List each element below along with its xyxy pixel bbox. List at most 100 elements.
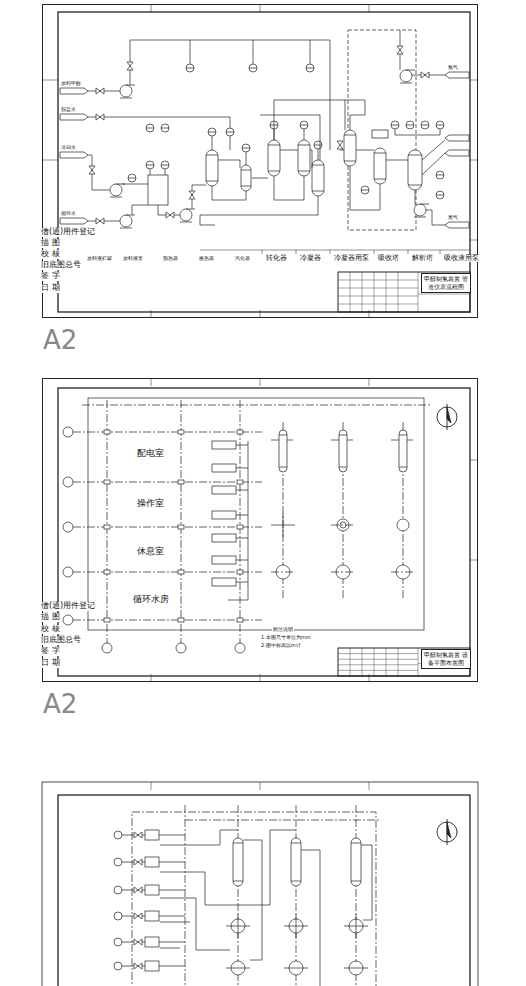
pipe-line — [260, 115, 320, 160]
line-work — [42, 4, 478, 986]
pipe-line — [361, 845, 372, 920]
instrument-bubble — [128, 178, 136, 179]
pump-symbol — [406, 70, 415, 71]
drawing-note: 附注说明 — [272, 627, 294, 633]
stream-box — [445, 135, 469, 141]
pipe-line — [132, 205, 148, 215]
pipe-line — [236, 468, 248, 469]
grid-axis — [73, 432, 262, 433]
frame-tick — [42, 160, 58, 161]
column-symbol — [178, 480, 184, 484]
pump-base — [414, 217, 426, 218]
pump-base — [400, 83, 412, 84]
vessel-symbol — [312, 160, 324, 196]
title-block-field: 日 期 — [40, 284, 61, 293]
pipe-line — [82, 405, 430, 406]
vessel-symbol — [399, 435, 407, 436]
grid-axis — [391, 572, 415, 573]
grid-axis — [331, 525, 355, 526]
equipment-name: 冷凝器用泵 — [333, 255, 370, 262]
pipe-line — [158, 205, 180, 215]
frame-tick — [151, 4, 152, 12]
vessel-symbol — [279, 435, 287, 436]
sheet-size-mark: A2 — [43, 691, 77, 717]
tank-plan — [397, 519, 409, 531]
pipe-line — [310, 150, 312, 168]
instrument-bubble — [436, 191, 444, 199]
room-name: 操作室 — [136, 499, 165, 509]
axis-bubble — [114, 831, 122, 839]
frame-tick — [470, 80, 478, 81]
column-symbol — [104, 480, 110, 484]
instrument-lead — [318, 149, 319, 160]
pipe-line — [122, 184, 148, 185]
pipe-line — [356, 914, 357, 938]
pipe-line — [218, 160, 240, 168]
instrument-bubble — [242, 144, 250, 152]
pipe-line — [340, 150, 344, 151]
vessel-symbol — [339, 435, 347, 436]
frame-tick — [260, 782, 261, 790]
title-block-grid — [418, 294, 470, 295]
grid-axis — [181, 400, 182, 643]
title-block-grid — [398, 272, 399, 312]
vessel-symbol — [206, 155, 218, 156]
stream-name: 原料甲醇 — [60, 81, 82, 87]
building-outline — [132, 812, 376, 986]
title-block-grid — [374, 272, 375, 312]
title-block-grid — [386, 272, 387, 312]
vessel-symbol — [312, 165, 324, 166]
pipe-line — [160, 922, 190, 923]
pipe-line — [243, 840, 262, 960]
equipment-box — [212, 511, 236, 519]
instrument-bubble — [146, 161, 154, 169]
vessel-symbol — [408, 185, 422, 186]
column-symbol — [104, 618, 110, 622]
title-block-grid — [418, 272, 419, 312]
room-name: 循环水房 — [132, 595, 170, 605]
pipe-line — [350, 166, 380, 210]
instrument-bubble — [146, 128, 154, 129]
title-block-field: 日 期 — [40, 659, 61, 668]
room-name: 配电室 — [136, 449, 165, 459]
stream-box — [60, 88, 88, 94]
column-symbol — [237, 618, 243, 622]
pipe-line — [274, 100, 345, 140]
vessel-symbol — [206, 181, 218, 182]
grid-axis — [240, 400, 241, 643]
vessel-symbol — [408, 150, 422, 190]
axis-bubble — [102, 643, 112, 653]
vessel-symbol — [374, 179, 386, 180]
north-arrow — [447, 407, 451, 423]
frame-tick — [369, 310, 370, 318]
instrument-bubble — [146, 124, 154, 132]
pipe-line — [88, 155, 110, 190]
pipe-line — [88, 117, 230, 150]
title-block-field: 描 图 — [40, 239, 61, 248]
instrument-bubble — [208, 128, 216, 136]
instrument-lead — [150, 169, 151, 175]
equipment-row-line — [262, 250, 263, 254]
axis-bubble — [114, 858, 122, 866]
valve-symbol — [134, 963, 142, 969]
pipe-line — [344, 968, 368, 969]
axis-bubble — [114, 912, 122, 920]
vessel-symbol — [241, 186, 251, 187]
vessel-symbol — [339, 430, 347, 472]
pipe-line — [190, 40, 191, 64]
title-block-grid — [350, 648, 351, 676]
vessel-symbol — [298, 171, 310, 172]
frame-tick — [151, 674, 152, 682]
grid-axis — [271, 572, 295, 573]
valve-symbol — [89, 166, 95, 174]
title-block: 甲醇制氢装置 管道仪表流程图 — [421, 273, 471, 293]
stream-box — [60, 114, 88, 120]
vessel-symbol — [268, 171, 280, 172]
instrument-bubble — [226, 128, 234, 136]
equipment-row-line — [296, 250, 297, 254]
instrument-bubble — [314, 145, 322, 146]
pipe-line — [212, 186, 246, 200]
column-symbol — [237, 480, 243, 484]
axis-bubble — [114, 886, 122, 894]
vessel-symbol — [233, 843, 243, 844]
